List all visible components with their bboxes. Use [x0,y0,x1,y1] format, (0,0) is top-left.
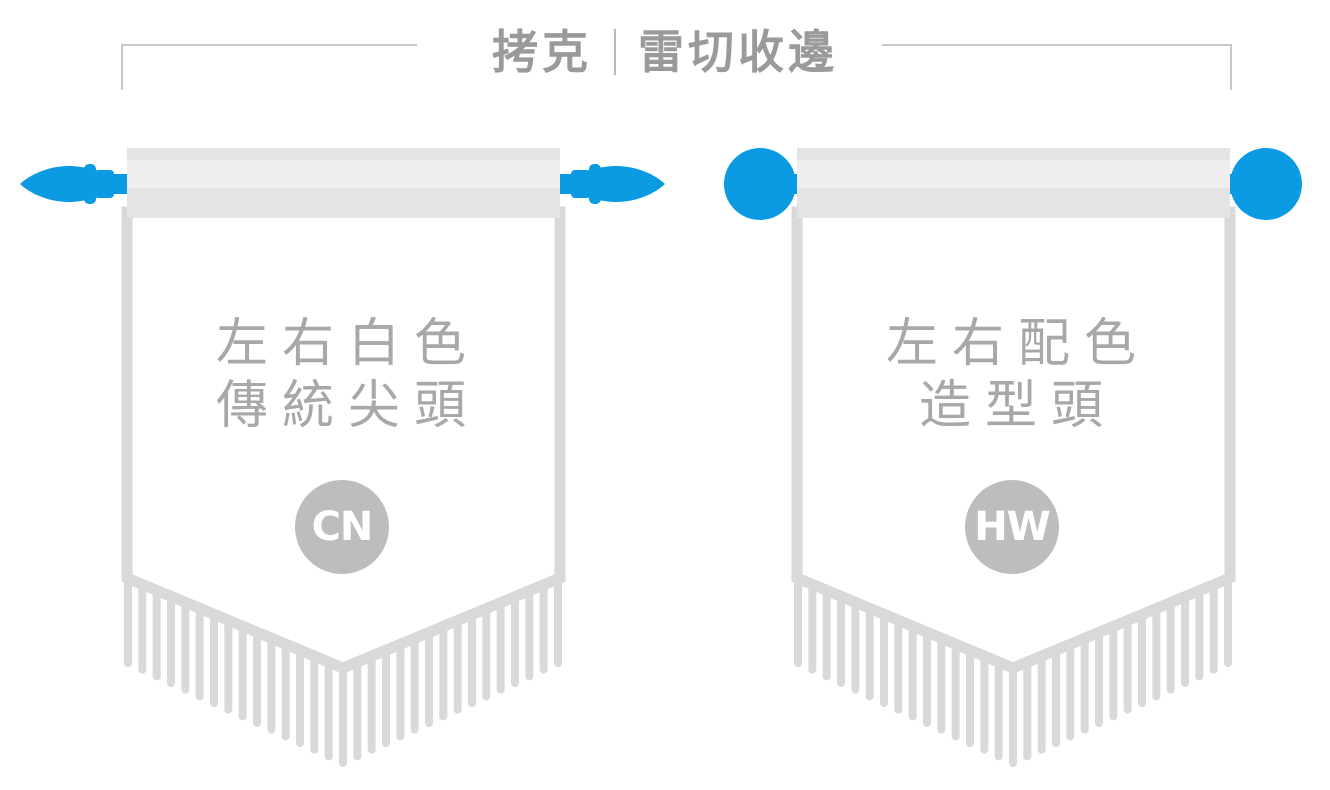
title-right: 雷切收邊 [638,25,838,79]
banner-hw: 左右配色 造型頭 HW [670,120,1330,790]
banner-hw-line2: 造型頭 [918,376,1117,436]
title-separator [614,28,616,75]
banner-hw-graphic [724,148,1302,767]
banner-cn-graphic [20,148,665,767]
banner-cn: 左右白色 傳統尖頭 CN [0,120,680,790]
banner-cn-line1: 左右白色 [215,314,480,374]
ball-finial-icon [724,148,796,220]
spear-finial-icon [20,164,114,204]
badge-cn: CN [295,480,389,574]
badge-hw: HW [965,480,1059,574]
ball-finial-icon [1230,148,1302,220]
banner-fringe [124,567,562,767]
banner-cn-line2: 傳統尖頭 [215,376,480,436]
header-bracket-right-tick [1230,44,1232,90]
page-title: 拷克雷切收邊 [0,22,1330,83]
header-bracket-right-line [882,44,1232,46]
header-bracket-left-line [121,44,417,46]
title-left: 拷克 [492,25,592,79]
banner-body [791,206,1236,674]
header-bracket-left-tick [121,44,123,90]
spear-finial-icon [571,164,665,204]
banner-body [121,206,566,674]
banner-fringe [794,567,1232,767]
banner-hw-line1: 左右配色 [885,314,1150,374]
